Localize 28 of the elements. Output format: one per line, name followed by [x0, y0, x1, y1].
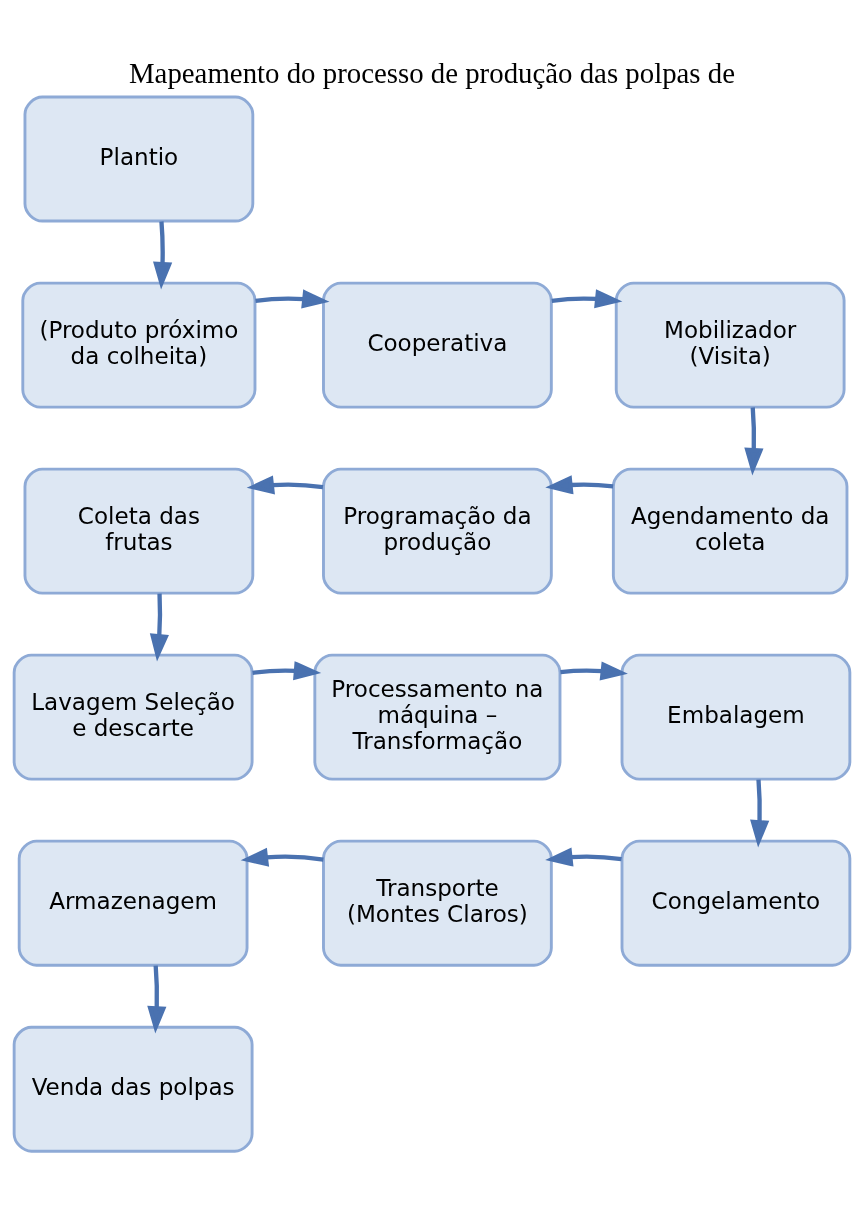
node-box: Congelamento	[620, 839, 852, 967]
node-box: Agendamento da coleta	[611, 467, 849, 595]
arrow	[240, 847, 324, 867]
arrow	[551, 289, 623, 309]
arrow	[149, 593, 169, 662]
node-box: Programação da produção	[322, 467, 553, 595]
arrow	[560, 661, 628, 681]
node-box: Venda das polpas	[12, 1025, 254, 1153]
arrow	[545, 475, 614, 495]
arrow	[255, 289, 330, 309]
arrow	[750, 779, 770, 848]
node-box: Mobilizador (Visita)	[614, 281, 846, 409]
arrow	[246, 475, 324, 495]
arrow	[147, 965, 167, 1034]
arrow	[545, 847, 622, 867]
arrow	[252, 661, 322, 681]
node-box: (Produto próximo da colheita)	[21, 281, 257, 409]
node-box: Plantio	[23, 95, 255, 223]
arrow	[153, 221, 173, 290]
node-box: Cooperativa	[322, 281, 553, 409]
node-box: Transporte (Montes Claros)	[322, 839, 553, 967]
node-box: Coleta das frutas	[23, 467, 255, 595]
node-box: Processamento na máquina – Transformação	[313, 653, 562, 781]
arrow	[744, 407, 764, 476]
node-box: Armazenagem	[17, 839, 249, 967]
node-box: Embalagem	[620, 653, 852, 781]
diagram-title: Mapeamento do processo de produção das polpas de	[128, 56, 736, 89]
node-box: Lavagem Seleção e descarte	[12, 653, 254, 781]
